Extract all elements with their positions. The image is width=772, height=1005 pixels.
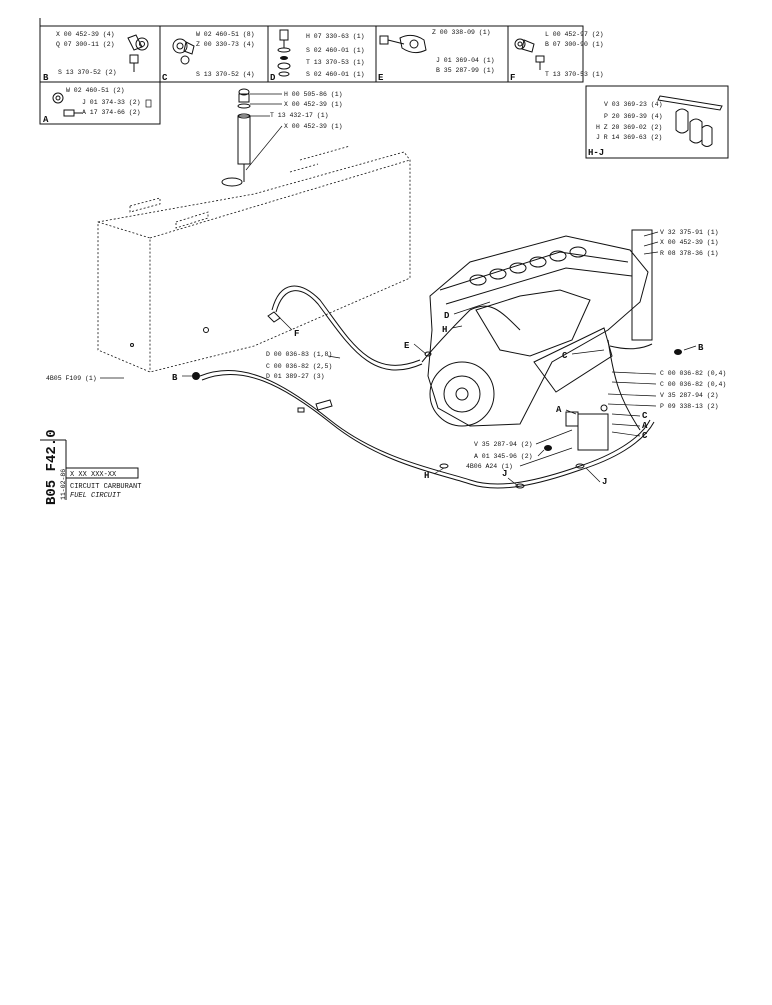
clip-icon	[657, 95, 723, 147]
box-hj-part-4: J R 14 369-63 (2)	[596, 134, 662, 141]
title-french: CIRCUIT CARBURANT	[70, 483, 141, 491]
callouts: F D H E B C B A C A C H J J	[172, 301, 704, 487]
title-english: FUEL CIRCUIT	[70, 492, 121, 500]
box-f-part-2: B 07 300-90 (1)	[545, 41, 604, 48]
callout-j-left: J	[502, 469, 507, 479]
callout-a-right: A	[642, 421, 648, 431]
callout-c-upper: C	[562, 351, 568, 361]
detail-box-e: Z 00 338-09 (1) J 01 369-04 (1) B 35 287…	[378, 29, 495, 83]
detail-box-a: W 02 460-51 (2) J 01 374-33 (2) A 17 374…	[43, 87, 152, 125]
callout-b-right: B	[698, 343, 704, 353]
detail-box-f: L 00 452-97 (2) B 07 300-90 (1) T 13 370…	[510, 31, 604, 83]
tank-part-4: X 00 452-39 (1)	[284, 123, 343, 130]
box-hj-part-2: P 20 369-39 (4)	[604, 113, 663, 120]
detail-box-hj: V 03 369-23 (4) P 20 369-39 (4) H Z 20 3…	[588, 95, 723, 158]
detail-box-d: H 07 330-63 (1) S 02 460-01 (1) T 13 370…	[270, 29, 365, 83]
box-d-part-1: H 07 330-63 (1)	[306, 33, 365, 40]
box-c-part-3: S 13 370-52 (4)	[196, 71, 255, 78]
callout-j-right: J	[602, 477, 607, 487]
sheet-code: B05 F42.0	[44, 429, 60, 505]
box-b-part-2: Q 07 300-11 (2)	[56, 41, 115, 48]
box-d-part-3: T 13 370-53 (1)	[306, 59, 365, 66]
detail-box-b: X 00 452-39 (4) Q 07 300-11 (2) S 13 370…	[43, 31, 149, 83]
box-c-part-1: W 02 460-51 (8)	[196, 31, 255, 38]
box-f-letter: F	[510, 73, 515, 83]
bolt-icon	[514, 38, 545, 70]
filler-neck	[237, 88, 283, 182]
box-b-part-3: S 13 370-52 (2)	[58, 69, 117, 76]
bolt-icon	[172, 38, 195, 65]
callout-h-lower: H	[424, 471, 429, 481]
bolt-icon	[127, 34, 149, 72]
box-a-part-3: A 17 374-66 (2)	[82, 109, 141, 116]
callout-e: E	[404, 341, 410, 351]
filter-part-3: 4B06 A24 (1)	[466, 463, 513, 470]
sheet-date: 11-02-86	[60, 469, 67, 500]
callout-h-upper: H	[442, 325, 447, 335]
box-d-part-4: S 02 460-01 (1)	[306, 71, 365, 78]
filter-part-1: V 35 287-94 (2)	[474, 441, 533, 448]
tank-part-3: T 13 432-17 (1)	[270, 112, 329, 119]
sheet-ref: X XX XXX-XX	[70, 471, 117, 479]
right-part-3: V 35 287-94 (2)	[660, 392, 719, 399]
box-d-letter: D	[270, 73, 276, 83]
callout-c-mid: C	[642, 411, 648, 421]
box-b-letter: B	[43, 73, 49, 83]
box-f-part-1: L 00 452-97 (2)	[545, 31, 604, 38]
callout-a-left: A	[556, 405, 562, 415]
box-hj-part-3: H Z 20 369-02 (2)	[596, 124, 662, 131]
engine-part-1: V 32 375-91 (1)	[660, 229, 719, 236]
bolt-icon	[52, 92, 82, 117]
box-d-part-2: S 02 460-01 (1)	[306, 47, 365, 54]
box-e-letter: E	[378, 73, 384, 83]
box-e-part-1: Z 00 338-09 (1)	[432, 29, 491, 36]
right-part-4: P 09 338-13 (2)	[660, 403, 719, 410]
callout-c-lower: C	[642, 431, 648, 441]
clamp-icon	[379, 34, 427, 54]
detail-box-c: W 02 460-51 (8) Z 00 330-73 (4) S 13 370…	[162, 31, 255, 83]
fuel-tank	[97, 145, 411, 373]
pipe-part-3: D 01 389-27 (3)	[266, 373, 325, 380]
box-f-part-3: T 13 370-53 (1)	[545, 71, 604, 78]
callout-d: D	[444, 311, 450, 321]
box-c-part-2: Z 00 330-73 (4)	[196, 41, 255, 48]
tank-part-2: X 00 452-39 (1)	[284, 101, 343, 108]
detail-boxes-frame	[39, 18, 729, 159]
box-a-part-1: W 02 460-51 (2)	[66, 87, 125, 94]
box-a-part-2: J 01 374-33 (2)	[82, 99, 141, 106]
right-part-1: C 00 036-82 (0,4)	[660, 370, 726, 377]
engine	[427, 229, 653, 427]
fitting-icon	[277, 29, 291, 77]
callout-f: F	[294, 329, 299, 339]
pipe-part-2: C 00 036-82 (2,5)	[266, 363, 332, 370]
box-hj-part-1: V 03 369-23 (4)	[604, 101, 663, 108]
engine-part-3: R 08 378-36 (1)	[660, 250, 719, 257]
tank-part-1: H 00 505-86 (1)	[284, 91, 343, 98]
title-block: B05 F42.0 11-02-86 X XX XXX-XX CIRCUIT C…	[40, 429, 141, 505]
pipe-part-1: D 00 036-83 (1,8)	[266, 351, 332, 358]
box-c-letter: C	[162, 73, 168, 83]
box-hj-letter: H-J	[588, 148, 604, 158]
box-e-part-3: B 35 287-99 (1)	[436, 67, 495, 74]
engine-part-2: X 00 452-39 (1)	[660, 239, 719, 246]
box-b-part-1: X 00 452-39 (4)	[56, 31, 115, 38]
tank-reference: 4B05 F109 (1)	[46, 375, 97, 382]
box-a-letter: A	[43, 115, 49, 125]
box-e-part-2: J 01 369-04 (1)	[436, 57, 495, 64]
filter-part-2: A 01 345-96 (2)	[474, 453, 533, 460]
fuel-lines	[192, 285, 682, 489]
right-part-2: C 00 036-82 (0,4)	[660, 381, 726, 388]
callout-b-left: B	[172, 373, 178, 383]
